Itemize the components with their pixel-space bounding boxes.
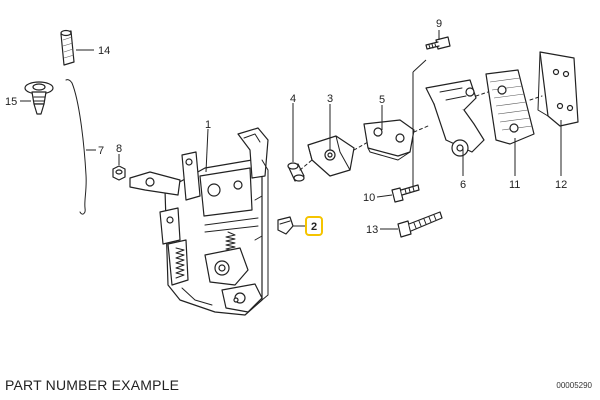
callout-7: 7 bbox=[98, 145, 104, 157]
callout-highlight-box bbox=[305, 216, 323, 236]
part-1-lock-mechanism bbox=[129, 127, 269, 316]
alignment-lines bbox=[299, 91, 543, 171]
footer-caption: PART NUMBER EXAMPLE bbox=[5, 377, 180, 393]
part-6-hinge-bracket bbox=[425, 79, 485, 157]
part-7-rod bbox=[65, 79, 87, 215]
part-14-rod-end bbox=[60, 29, 75, 66]
part-10-screw bbox=[391, 184, 420, 203]
callout-4: 4 bbox=[290, 93, 296, 105]
part-9-screw bbox=[425, 36, 451, 50]
callout-5: 5 bbox=[379, 94, 385, 106]
callout-labels: 14 15 7 8 1 4 3 5 9 6 10 11 12 13 2 bbox=[5, 18, 567, 236]
part-8-nut bbox=[112, 165, 126, 181]
part-11-striker-plate bbox=[485, 69, 535, 145]
leader-lines bbox=[20, 30, 562, 230]
callout-8: 8 bbox=[116, 143, 122, 155]
callout-13: 13 bbox=[366, 224, 378, 236]
callout-10: 10 bbox=[363, 192, 375, 204]
part-3-cam-block bbox=[307, 135, 355, 177]
callout-2: 2 bbox=[311, 221, 317, 233]
callout-12: 12 bbox=[555, 179, 567, 191]
part-5-bracket-plate bbox=[363, 119, 415, 161]
part-15-clip bbox=[24, 81, 54, 115]
part-2-bump-stop bbox=[277, 216, 294, 235]
diagram-code: 00005290 bbox=[556, 381, 592, 390]
callout-6: 6 bbox=[460, 179, 466, 191]
callout-1: 1 bbox=[205, 119, 211, 131]
part-4-bushing bbox=[287, 162, 305, 182]
part-12-backing-plate bbox=[537, 51, 579, 127]
callout-9: 9 bbox=[436, 18, 442, 30]
callout-11: 11 bbox=[509, 179, 520, 191]
callout-2-highlighted[interactable]: 2 bbox=[305, 216, 323, 236]
callout-15: 15 bbox=[5, 96, 17, 108]
callout-3: 3 bbox=[327, 93, 333, 105]
callout-14: 14 bbox=[98, 45, 110, 57]
part-13-screw bbox=[397, 211, 443, 238]
